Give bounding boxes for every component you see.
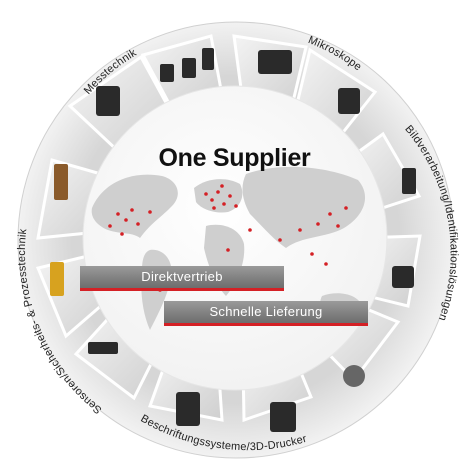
location-dot bbox=[220, 184, 224, 188]
location-dot bbox=[136, 222, 140, 226]
product-shapes bbox=[50, 48, 416, 432]
location-dot bbox=[248, 228, 252, 232]
product-shape bbox=[402, 168, 416, 194]
location-dot bbox=[204, 192, 208, 196]
location-dot bbox=[124, 218, 128, 222]
location-dot bbox=[116, 212, 120, 216]
location-dot bbox=[148, 210, 152, 214]
location-dot bbox=[108, 224, 112, 228]
product-shape bbox=[54, 164, 68, 200]
location-dot bbox=[226, 248, 230, 252]
europe bbox=[194, 179, 243, 213]
product-shape bbox=[202, 48, 214, 70]
location-dot bbox=[212, 206, 216, 210]
product-shape bbox=[182, 58, 196, 78]
north-america bbox=[91, 174, 178, 238]
banner-schnelle-lieferung: Schnelle Lieferung bbox=[164, 301, 368, 326]
product-shape bbox=[160, 64, 174, 82]
location-dot bbox=[234, 204, 238, 208]
product-shape bbox=[258, 50, 292, 74]
location-dot bbox=[298, 228, 302, 232]
product-shape bbox=[176, 392, 200, 426]
location-dot bbox=[328, 212, 332, 216]
product-shape bbox=[270, 402, 296, 432]
product-shape bbox=[88, 342, 118, 354]
product-shape bbox=[96, 86, 120, 116]
location-dot bbox=[130, 208, 134, 212]
location-dot bbox=[228, 194, 232, 198]
asia bbox=[242, 166, 366, 248]
location-dot bbox=[216, 190, 220, 194]
location-dot bbox=[336, 224, 340, 228]
product-shape bbox=[50, 262, 64, 296]
banner-direktvertrieb: Direktvertrieb bbox=[80, 266, 284, 291]
location-dot bbox=[222, 202, 226, 206]
product-shape bbox=[392, 266, 414, 288]
location-dots bbox=[108, 184, 354, 312]
location-dot bbox=[316, 222, 320, 226]
location-dot bbox=[344, 206, 348, 210]
location-dot bbox=[120, 232, 124, 236]
product-shape bbox=[343, 365, 365, 387]
location-dot bbox=[324, 262, 328, 266]
location-dot bbox=[310, 252, 314, 256]
product-shape bbox=[338, 88, 360, 114]
location-dot bbox=[278, 238, 282, 242]
location-dot bbox=[210, 198, 214, 202]
center-title: One Supplier bbox=[158, 144, 311, 172]
